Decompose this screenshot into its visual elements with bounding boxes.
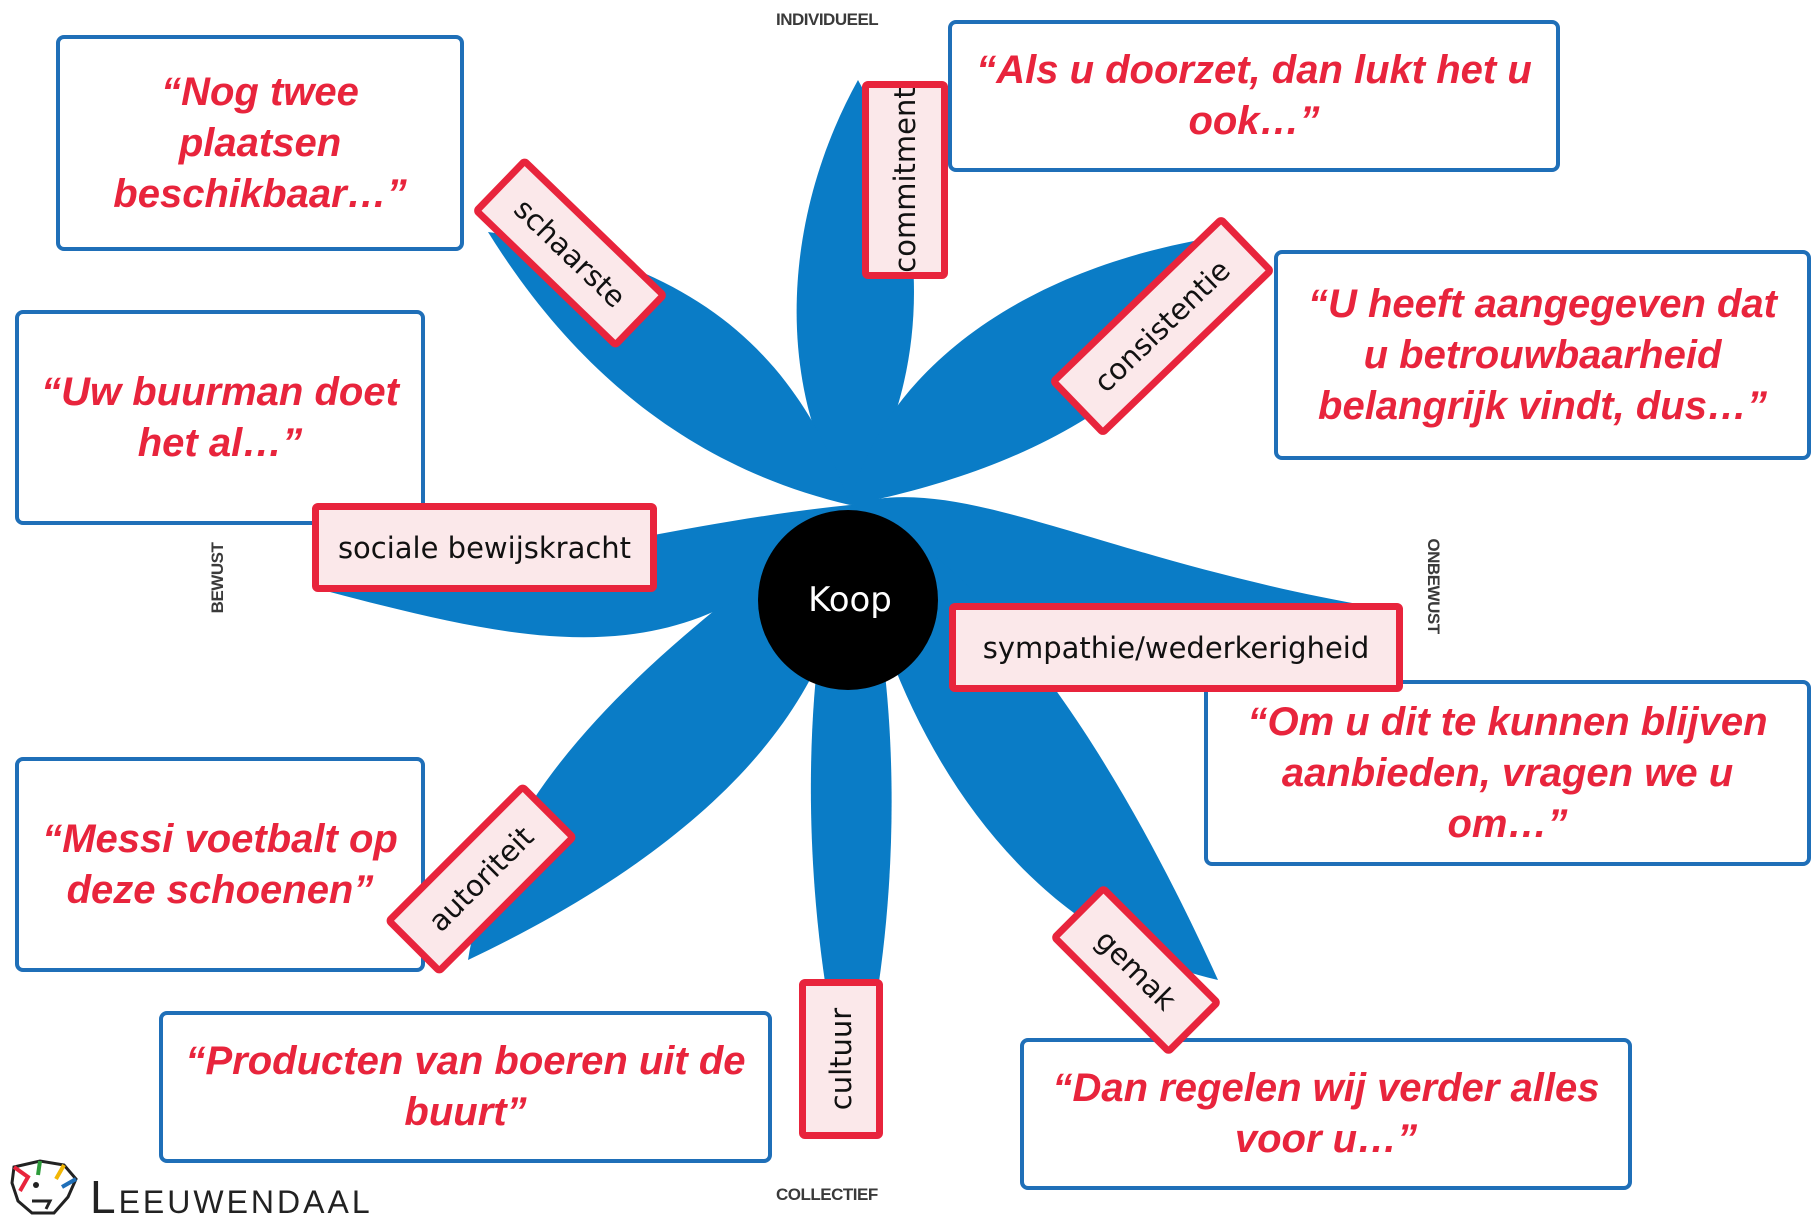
quote-cultuur: “Producten van boeren uit de buurt” xyxy=(159,1011,772,1163)
quote-consistentie: “U heeft aangegeven dat u betrouwbaarhei… xyxy=(1274,250,1811,460)
quote-schaarste: “Nog twee plaatsen beschikbaar…” xyxy=(56,35,464,251)
hub-circle xyxy=(758,510,938,690)
lion-head-logo-icon xyxy=(10,1159,78,1215)
quote-gemak: “Dan regelen wij verder alles voor u…” xyxy=(1020,1038,1632,1190)
axis-label-left: BEWUST xyxy=(208,542,227,614)
petal-gemak xyxy=(850,505,1218,980)
quote-sympathie: “Om u dit te kunnen blijven aanbieden, v… xyxy=(1204,680,1811,866)
quote-commitment: “Als u doorzet, dan lukt het u ook…” xyxy=(948,20,1560,172)
tag-commitment: commitment xyxy=(862,81,948,279)
hub-label: Koop xyxy=(808,580,892,620)
axis-label-right: ONBEWUST xyxy=(1424,538,1443,634)
tag-sympathie: sympathie/wederkerigheid xyxy=(949,603,1403,692)
brand-logo-text: Leeuwendaal xyxy=(90,1171,373,1223)
quote-sociale-bewijskracht: “Uw buurman doet het al…” xyxy=(15,310,425,525)
quote-autoriteit: “Messi voetbalt op deze schoenen” xyxy=(15,757,425,972)
axis-label-bottom: COLLECTIEF xyxy=(776,1185,878,1204)
tag-sociale-bewijskracht: sociale bewijskracht xyxy=(312,503,657,592)
tag-cultuur: cultuur xyxy=(799,979,883,1139)
axis-label-top: INDIVIDUEEL xyxy=(776,10,879,29)
